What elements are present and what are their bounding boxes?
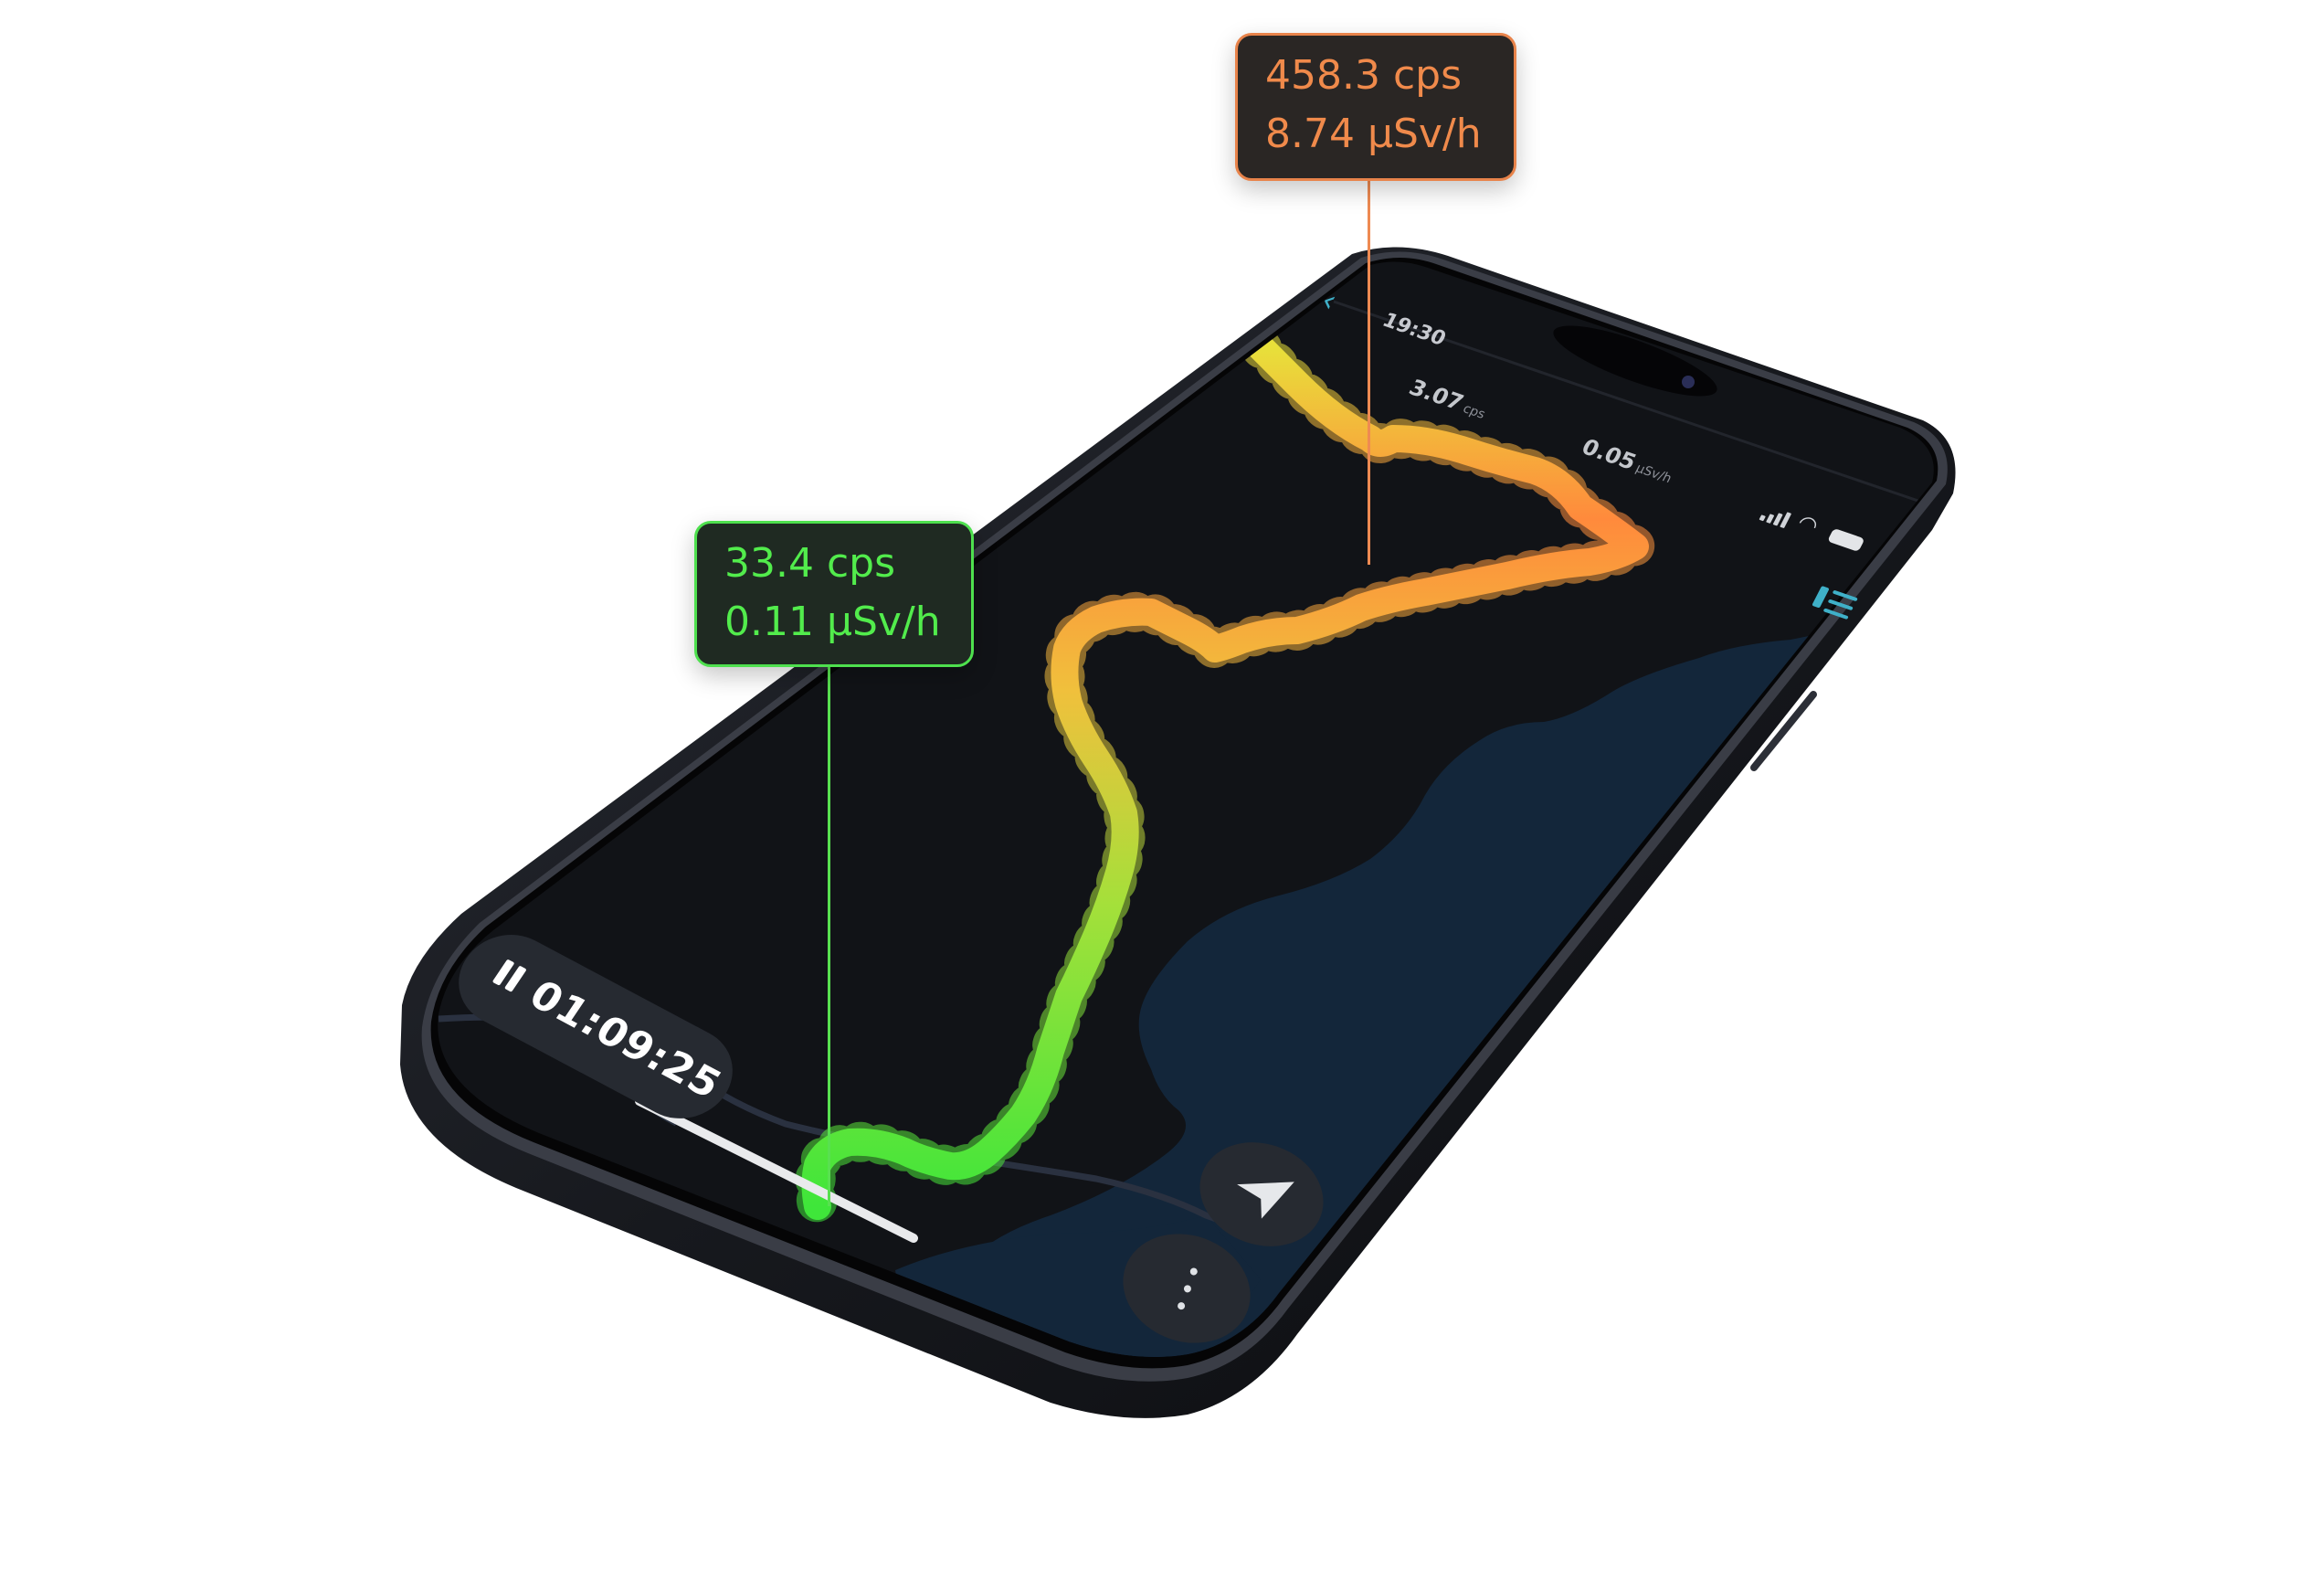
more-vertical-icon (1169, 1260, 1205, 1318)
wifi-icon: ◠ (1792, 509, 1823, 539)
low-cps-text: 33.4 cps (724, 540, 895, 587)
high-reading-leader (1368, 181, 1370, 565)
header-divider (1333, 300, 1934, 509)
dynamic-island (1553, 325, 1717, 397)
chevron-left-icon[interactable]: ‹ (1315, 282, 1344, 320)
high-dose-text: 8.74 µSv/h (1265, 111, 1482, 157)
home-indicator[interactable] (635, 1097, 918, 1243)
cps-unit: cps (1460, 401, 1488, 422)
status-icons: ◠ (1759, 500, 1873, 556)
navigate-button[interactable] (1185, 1125, 1338, 1264)
low-reading-callout: 33.4 cps 0.11 µSv/h (694, 521, 974, 667)
cps-readout: 3.07cps (1405, 375, 1492, 424)
dose-track-core (801, 334, 1649, 1220)
side-button (1750, 691, 1817, 771)
cps-value: 3.07 (1404, 375, 1468, 416)
battery-icon (1827, 527, 1865, 553)
front-camera (1682, 376, 1695, 388)
low-dose-text: 0.11 µSv/h (724, 599, 941, 645)
high-reading-callout: 458.3 cps 8.74 µSv/h (1235, 33, 1516, 181)
signal-icon (1759, 504, 1793, 529)
dose-value: 0.05 (1577, 434, 1641, 475)
high-cps-text: 458.3 cps (1265, 52, 1462, 99)
pause-icon[interactable] (487, 959, 530, 1002)
dose-readout: 0.05µSv/h (1578, 434, 1678, 488)
low-reading-leader (828, 667, 830, 1206)
navigation-arrow-icon (1237, 1182, 1294, 1219)
dose-unit: µSv/h (1632, 461, 1674, 487)
